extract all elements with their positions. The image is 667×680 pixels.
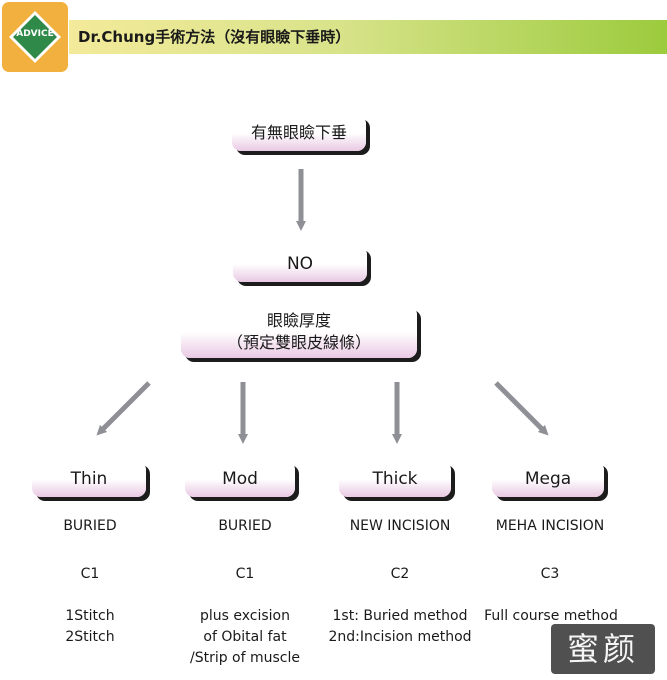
arrow-mega-icon bbox=[494, 381, 549, 436]
details-thin: 1Stitch 2Stitch bbox=[30, 606, 150, 648]
category-box-mod: Mod bbox=[185, 461, 295, 497]
detail-thin-2: 2Stitch bbox=[65, 629, 115, 645]
code-thick: C2 bbox=[390, 566, 410, 582]
detail-thick-1: 1st: Buried method bbox=[332, 608, 468, 624]
details-mega: Full course method bbox=[478, 606, 624, 627]
eyelid-thickness-line1: 眼瞼厚度 bbox=[266, 311, 331, 330]
detail-mod-1: plus excision bbox=[199, 608, 290, 624]
answer-no-label: NO bbox=[286, 254, 314, 274]
answer-no-box: NO bbox=[233, 246, 367, 282]
details-mod: plus excision of Obital fat /Strip of mu… bbox=[175, 606, 315, 669]
category-label-mod: Mod bbox=[222, 469, 258, 489]
advice-badge: ADVICE bbox=[2, 2, 68, 72]
page-title: Dr.Chung手術方法（沒有眼瞼下垂時） bbox=[78, 28, 351, 46]
method-mega: MEHA INCISION bbox=[495, 518, 605, 534]
category-label-thin: Thin bbox=[70, 469, 108, 489]
detail-mod-2: of Obital fat bbox=[203, 629, 287, 645]
header: ADVICE Dr.Chung手術方法（沒有眼瞼下垂時） bbox=[0, 0, 667, 76]
arrow-thin-icon bbox=[96, 381, 151, 436]
code-mega: C3 bbox=[540, 566, 560, 582]
method-thick: NEW INCISION bbox=[349, 518, 451, 534]
ptosis-question-label: 有無眼瞼下垂 bbox=[250, 123, 347, 142]
category-box-mega: Mega bbox=[492, 461, 604, 497]
detail-mod-3: /Strip of muscle bbox=[189, 650, 301, 666]
detail-mega-1: Full course method bbox=[484, 608, 618, 624]
eyelid-thickness-line2: （預定雙眼皮線條） bbox=[226, 333, 371, 352]
diamond-icon bbox=[9, 11, 61, 63]
category-box-thick: Thick bbox=[339, 461, 451, 497]
detail-thin-1: 1Stitch bbox=[65, 608, 115, 624]
category-label-mega: Mega bbox=[524, 469, 572, 489]
watermark-logo: 蜜颜 bbox=[551, 624, 655, 674]
category-box-thin: Thin bbox=[32, 461, 146, 497]
method-mod: BURIED bbox=[218, 518, 272, 534]
advice-badge-label: ADVICE bbox=[16, 29, 54, 39]
eyelid-thickness-box: 眼瞼厚度 （預定雙眼皮線條） bbox=[181, 306, 417, 358]
method-thin: BURIED bbox=[63, 518, 117, 534]
code-mod: C1 bbox=[235, 566, 255, 582]
category-label-thick: Thick bbox=[372, 469, 418, 489]
details-thick: 1st: Buried method 2nd:Incision method bbox=[325, 606, 475, 648]
title-bar bbox=[69, 20, 667, 54]
ptosis-question-box: 有無眼瞼下垂 bbox=[232, 115, 366, 151]
detail-thick-2: 2nd:Incision method bbox=[328, 629, 472, 645]
code-thin: C1 bbox=[80, 566, 100, 582]
